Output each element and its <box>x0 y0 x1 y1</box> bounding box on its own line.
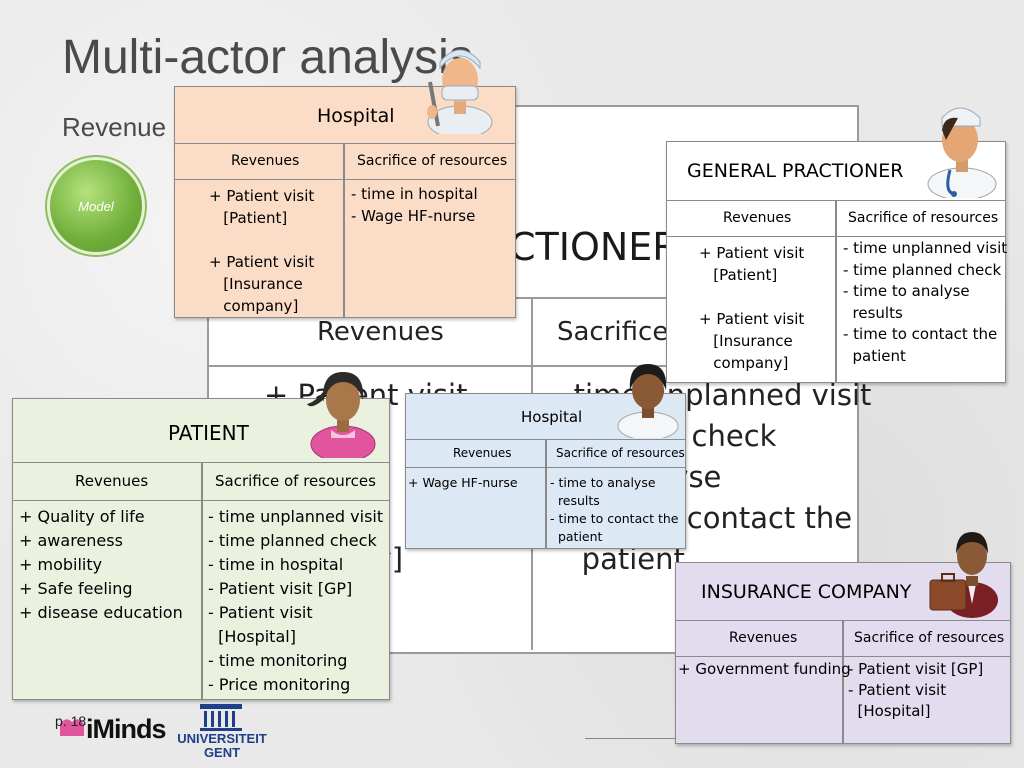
ugent-logo: UNIVERSITEIT GENT <box>177 731 267 760</box>
businessman-icon <box>929 532 998 618</box>
insurance-card-col-sacrifice: Sacrifice of resources <box>854 630 1005 646</box>
gp-card-col-revenues: Revenues <box>723 210 792 226</box>
background-table-header-row <box>209 297 857 367</box>
hospital-card-sacrifices: - time in hospital - Wage HF-nurse <box>351 185 478 225</box>
gp-card: GENERAL PRACTIONER Revenues Sacrifice of… <box>666 141 1008 383</box>
iminds-logo: iMinds <box>86 714 166 744</box>
hospital-card-col-revenues: Revenues <box>231 153 300 169</box>
hospital-card-divider <box>343 143 345 317</box>
hospital-nurse-card-col-revenues: Revenues <box>453 446 512 460</box>
patient-card-title: PATIENT <box>168 421 249 445</box>
slide-subtitle: Revenue <box>62 112 167 142</box>
hospital-nurse-card: Hospital Revenues Sacrifice of resources… <box>405 393 686 549</box>
patient-card-divider <box>201 462 203 699</box>
background-table-col-revenues: Revenues <box>317 317 444 347</box>
footer-divider <box>585 738 675 739</box>
surgeon-icon <box>427 49 493 134</box>
model-button[interactable]: Model <box>50 160 142 252</box>
hospital-nurse-card-divider <box>545 439 547 548</box>
insurance-card-revenues: + Government funding <box>678 660 851 678</box>
hospital-nurse-card-revenues: + Wage HF-nurse <box>408 475 518 490</box>
insurance-card-divider <box>842 620 844 743</box>
gp-card-divider <box>835 200 837 382</box>
gp-card-title: GENERAL PRACTIONER <box>687 160 904 182</box>
gp-card-sacrifices: - time unplanned visit - time planned ch… <box>843 239 1008 365</box>
nurse-icon <box>617 364 679 438</box>
hospital-nurse-card-sacrifices: - time to analyse results - time to cont… <box>550 475 679 544</box>
iminds-logo-icon <box>60 719 84 736</box>
gp-card-col-sacrifice: Sacrifice of resources <box>848 210 999 226</box>
gp-card-revenues: + Patient visit [Patient] + Patient visi… <box>699 244 805 372</box>
insurance-card-col-revenues: Revenues <box>729 630 798 646</box>
patient-card: PATIENT Revenues Sacrifice of resources … <box>12 398 390 700</box>
ugent-logo-icon <box>200 704 242 731</box>
patient-card-revenues: + Quality of life + awareness + mobility… <box>19 507 183 622</box>
insurance-card-sacrifices: - Patient visit [GP] - Patient visit [Ho… <box>848 660 984 720</box>
background-table-title: CTIONER <box>509 225 679 269</box>
slide-title: Multi-actor analysis <box>62 31 473 84</box>
patient-icon <box>307 372 376 458</box>
hospital-card-col-sacrifice: Sacrifice of resources <box>357 153 508 169</box>
insurance-card-title: INSURANCE COMPANY <box>701 581 912 603</box>
hospital-card-column-headers: Revenues Sacrifice of resources <box>175 143 515 180</box>
patient-card-col-sacrifice: Sacrifice of resources <box>215 472 376 490</box>
background-table-title-row <box>209 187 857 299</box>
hospital-card-title: Hospital <box>317 105 395 127</box>
patient-card-col-revenues: Revenues <box>75 472 149 490</box>
hospital-card-header: Hospital <box>175 87 515 144</box>
background-table-col-sacrifice: Sacrifice <box>557 317 669 347</box>
hospital-nurse-card-col-sacrifice: Sacrifice of resources <box>556 446 685 460</box>
hospital-card-revenues: + Patient visit [Patient] + Patient visi… <box>209 187 315 315</box>
hospital-nurse-card-title: Hospital <box>521 408 583 426</box>
doctor-icon <box>927 107 997 198</box>
patient-card-sacrifices: - time unplanned visit - time planned ch… <box>208 507 384 694</box>
page-number: p. 18 <box>55 713 87 729</box>
